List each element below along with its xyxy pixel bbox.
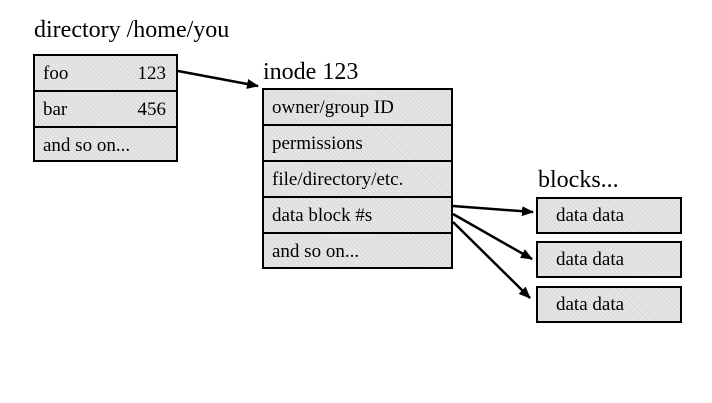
inode-field-label: owner/group ID	[272, 97, 394, 118]
inode-field: owner/group ID	[264, 90, 451, 126]
data-block: data data	[536, 197, 682, 234]
inode-field-label: file/directory/etc.	[272, 169, 404, 190]
inode-field: permissions	[264, 126, 451, 162]
directory-entry-inode: 456	[137, 99, 167, 120]
inode-field-label: data block #s	[272, 205, 373, 226]
data-block: data data	[536, 241, 682, 278]
directory-entry-bar: bar 456	[35, 92, 176, 128]
inode-field: data block #s	[264, 198, 451, 234]
directory-entry-inode: 123	[137, 63, 167, 84]
directory-title: directory /home/you	[34, 17, 230, 43]
inode-table: owner/group ID permissions file/director…	[262, 88, 453, 269]
directory-entry-name: bar	[43, 99, 68, 120]
directory-entry-name: and so on...	[43, 135, 131, 156]
inode-field: and so on...	[264, 234, 451, 270]
arrow-datablocks-to-block-3	[452, 221, 531, 299]
data-block-label: data data	[556, 205, 625, 226]
blocks-title: blocks...	[538, 167, 619, 193]
data-block-label: data data	[556, 294, 625, 315]
data-block-label: data data	[556, 249, 625, 270]
inode-title: inode 123	[263, 59, 359, 85]
arrow-datablocks-to-block-1	[452, 204, 534, 217]
arrow-foo-to-inode	[177, 69, 259, 89]
directory-entry-name: foo	[43, 63, 69, 84]
directory-entry-foo: foo 123	[35, 56, 176, 92]
directory-entry-more: and so on...	[35, 128, 176, 164]
arrow-datablocks-to-block-2	[452, 212, 533, 261]
data-block: data data	[536, 286, 682, 323]
inode-field: file/directory/etc.	[264, 162, 451, 198]
inode-field-label: permissions	[272, 133, 363, 154]
inode-field-label: and so on...	[272, 241, 360, 262]
directory-table: foo 123 bar 456 and so on...	[33, 54, 178, 162]
